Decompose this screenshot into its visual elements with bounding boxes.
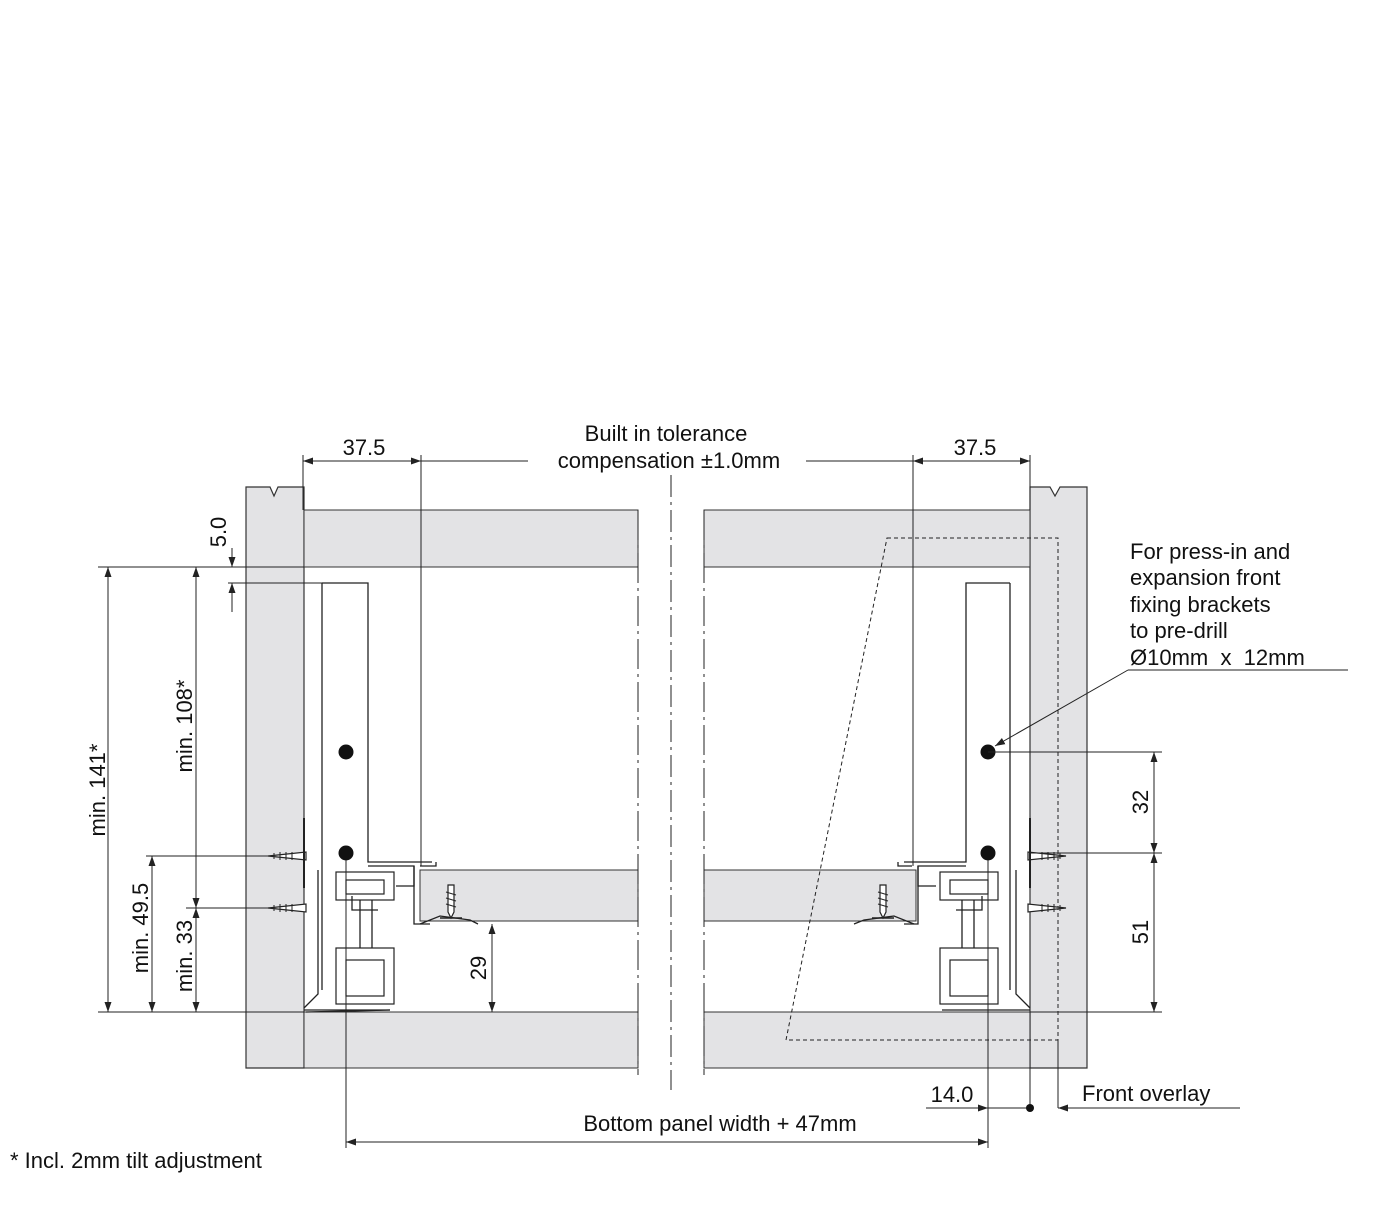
screw-icon xyxy=(267,903,307,913)
screw-icon xyxy=(1027,903,1067,913)
dimension-lines xyxy=(98,455,1348,1148)
dim-5-0: 5.0 xyxy=(206,517,231,548)
drawer-top-panel xyxy=(303,509,1031,568)
drill-hole-lower-left xyxy=(338,845,354,861)
dim-29: 29 xyxy=(466,956,491,980)
bottom-panel-width-label: Bottom panel width + 47mm xyxy=(583,1111,856,1136)
note-line4: to pre-drill xyxy=(1130,618,1228,643)
note-line5: Ø10mm x 12mm xyxy=(1130,645,1305,670)
note-line2: expansion front xyxy=(1130,565,1280,590)
dim-min-108: min. 108* xyxy=(172,679,197,772)
footnote: * Incl. 2mm tilt adjustment xyxy=(10,1148,262,1173)
note-line1: For press-in and xyxy=(1130,539,1290,564)
dim-top-right: 37.5 xyxy=(954,435,997,460)
tolerance-label-line2: compensation ±1.0mm xyxy=(558,448,780,473)
dim-top-left: 37.5 xyxy=(343,435,386,460)
drawer-bottom-panel xyxy=(419,869,917,922)
dim-min-33: min. 33 xyxy=(172,920,197,992)
dim-min-49-5: min. 49.5 xyxy=(128,883,153,974)
cabinet-bottom-panel xyxy=(303,1011,1031,1069)
screw-icon xyxy=(872,884,894,920)
screw-icon xyxy=(1027,818,1067,888)
dim-32: 32 xyxy=(1128,790,1153,814)
note-line3: fixing brackets xyxy=(1130,592,1271,617)
dim-min-141: min. 141* xyxy=(85,743,110,836)
dim-51: 51 xyxy=(1128,920,1153,944)
center-break-lines xyxy=(637,475,705,1090)
dim-14-0: 14.0 xyxy=(931,1082,974,1107)
front-overlay-outline xyxy=(785,537,1059,1041)
front-overlay-label: Front overlay xyxy=(1082,1081,1210,1106)
tolerance-label-line1: Built in tolerance xyxy=(585,421,748,446)
screw-icon xyxy=(440,884,462,920)
drill-hole-lower-right xyxy=(980,845,996,861)
drill-hole-upper-left xyxy=(338,744,354,760)
screw-icon xyxy=(267,818,307,888)
cabinet-side-left xyxy=(245,486,305,1069)
cabinet-side-right xyxy=(1029,486,1088,1069)
